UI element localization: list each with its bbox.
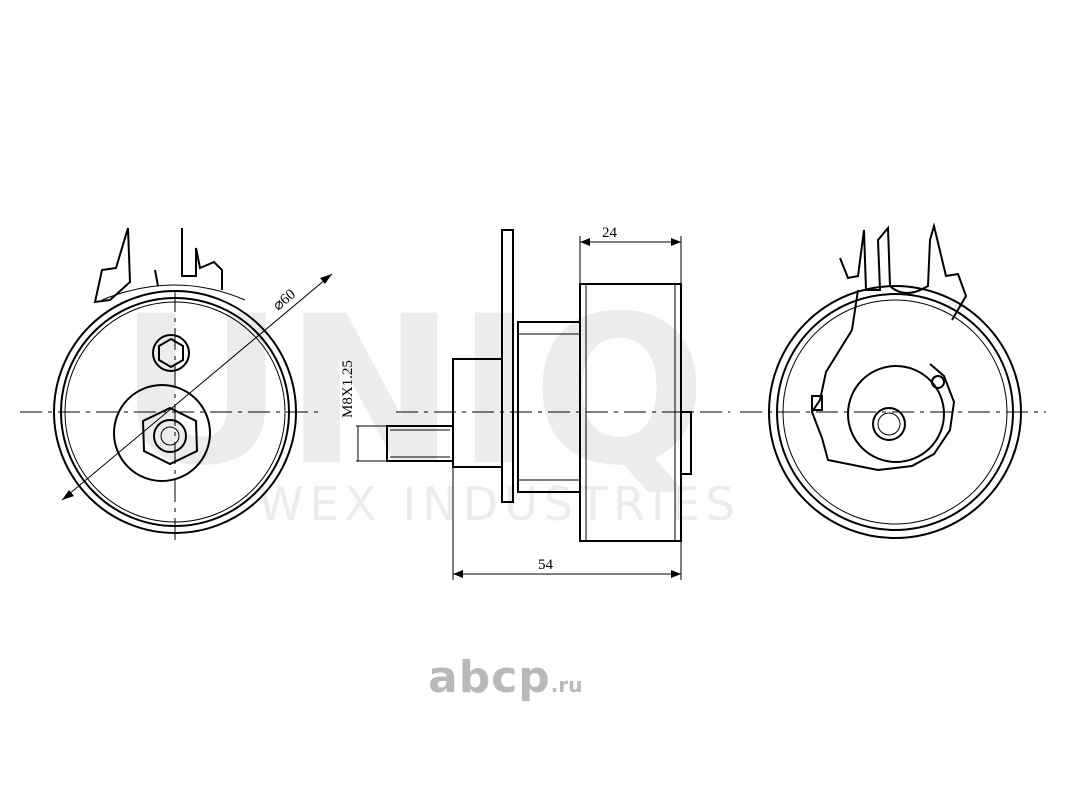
- width-arrow-right: [671, 238, 681, 246]
- rear-pin: [931, 375, 945, 389]
- bracket-arc: [101, 284, 246, 301]
- thread-label: M8X1.25: [340, 360, 356, 418]
- watermark: UNIQ ® WEX INDUSTRIES: [118, 273, 966, 531]
- rear-bore: [872, 407, 906, 441]
- length-arrow-left: [453, 570, 463, 578]
- diameter-arrow-end: [320, 274, 332, 284]
- torx-inner: [160, 426, 180, 446]
- stud-base: [452, 358, 503, 468]
- center-hex: [141, 406, 199, 466]
- site-logo-name: abcp: [428, 652, 551, 703]
- rear-bracket: [839, 222, 968, 321]
- rear-notch: [811, 395, 823, 411]
- rear-bore-inner: [877, 412, 901, 436]
- bracket-left-tab: [93, 227, 132, 304]
- watermark-brand: UNIQ: [118, 273, 707, 511]
- width-arrow-left: [580, 238, 590, 246]
- threaded-stud: [386, 425, 454, 462]
- watermark-company: WEX INDUSTRIES: [258, 477, 741, 531]
- diameter-dimension-line: [61, 273, 333, 501]
- front-view: ⌀60: [20, 227, 333, 540]
- side-view: M8X1.25 24 54: [340, 225, 730, 580]
- rear-plate-outline: [810, 289, 956, 472]
- site-logo[interactable]: abcp.ru: [428, 652, 582, 703]
- pulley-boss: [680, 411, 692, 475]
- adjust-bolt-circle: [152, 334, 190, 372]
- length-label: 54: [538, 557, 554, 573]
- site-logo-tld: .ru: [550, 673, 583, 697]
- rear-hub: [847, 365, 945, 463]
- torx-socket: [153, 419, 187, 453]
- diameter-arrow-start: [62, 490, 74, 500]
- adjust-bolt-hex: [158, 337, 184, 369]
- rear-view: [740, 222, 1046, 539]
- length-arrow-right: [671, 570, 681, 578]
- bracket-right-tab: [154, 228, 223, 290]
- width-label: 24: [602, 225, 618, 241]
- eccentric-hub: [113, 384, 211, 482]
